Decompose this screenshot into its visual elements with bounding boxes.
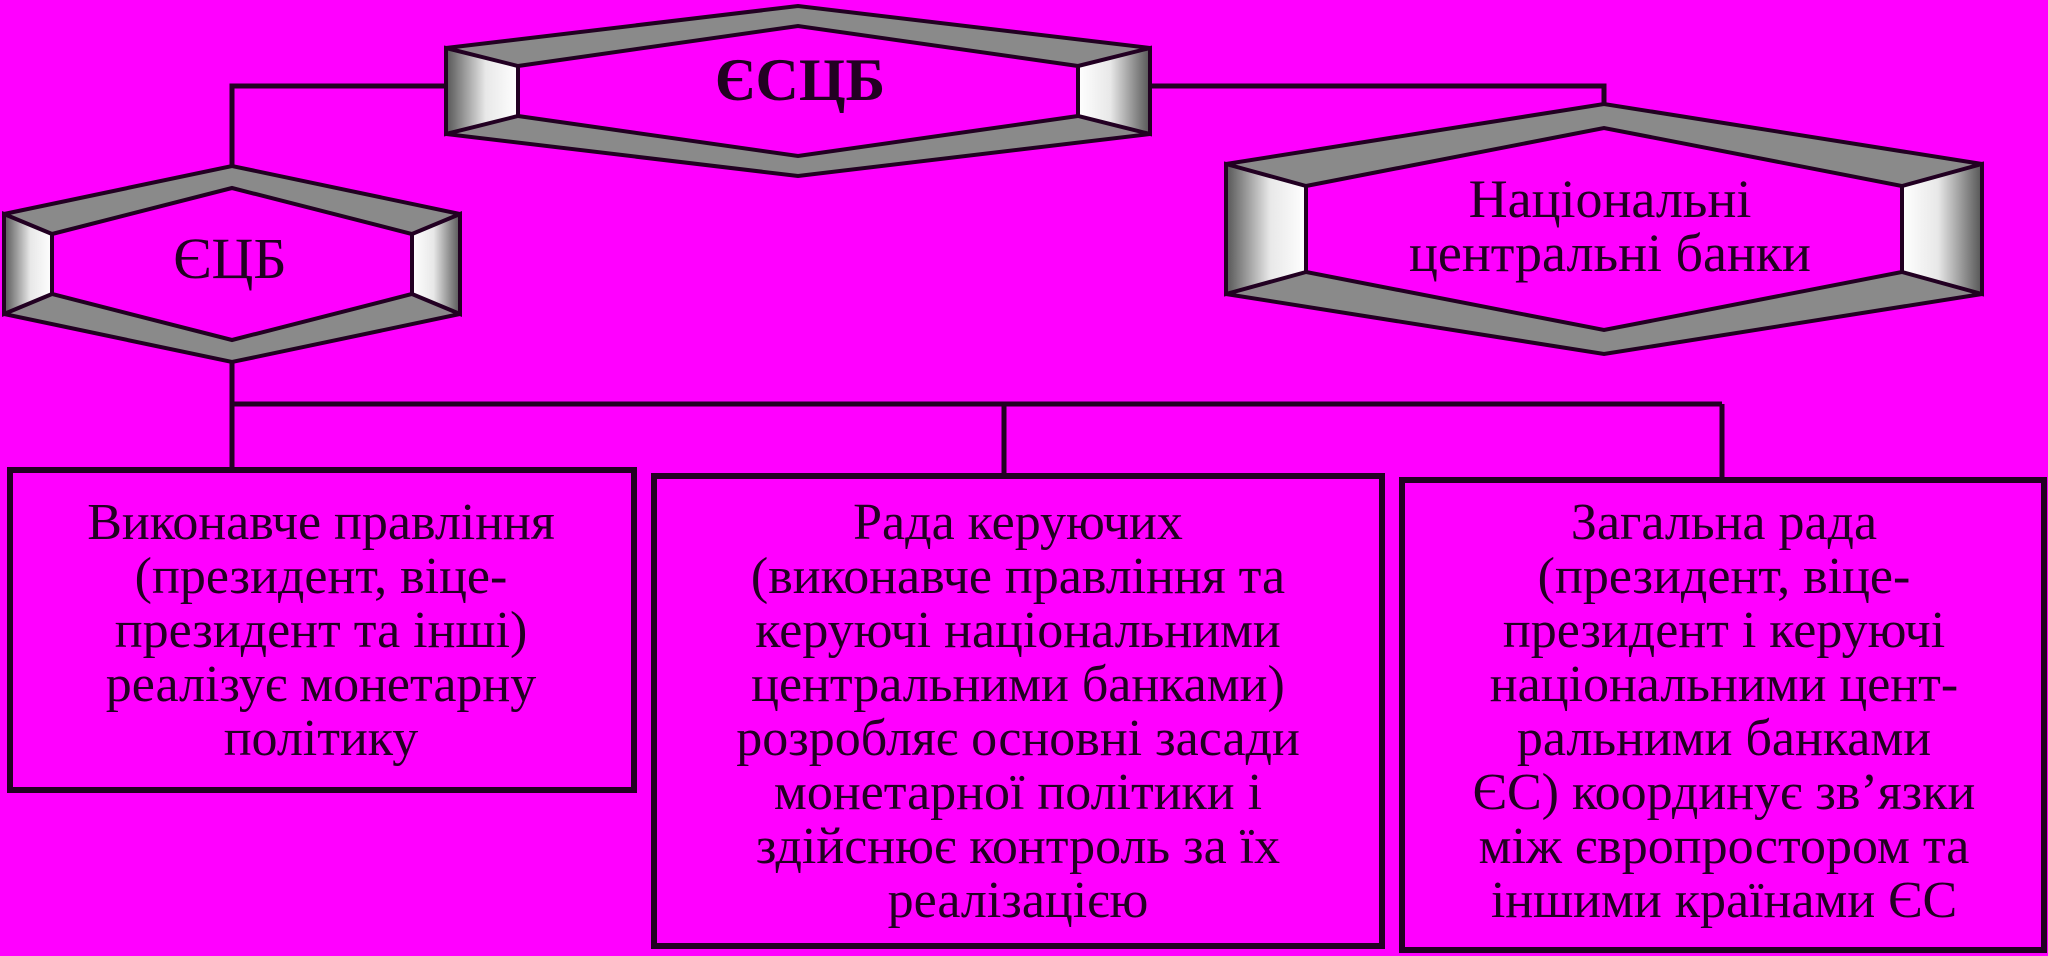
hex-face (50, 185, 414, 343)
box-text-line: політику (223, 710, 419, 767)
executive-board-box (7, 467, 637, 793)
box-text-line: Загальна рада (1570, 494, 1878, 551)
box-text-line: Виконавче правління (87, 494, 555, 551)
hex-face (516, 23, 1080, 159)
box-text-line: центральними банками) (751, 656, 1285, 713)
box-text-line: президент та інші) (114, 602, 528, 659)
general-council-box (1399, 477, 2047, 953)
hex-face (1304, 125, 1904, 333)
governing-council-box (651, 473, 1385, 949)
box-text-line: монетарної політики і (773, 764, 1263, 821)
ncb-node-shape (1224, 101, 1984, 357)
ecb-label: ЄЦБ (173, 226, 287, 291)
ncb-label-line: Національні (1468, 169, 1752, 229)
escb-node-shape (444, 3, 1152, 179)
box-text-line: здійснює контроль за їх (755, 818, 1281, 875)
executive-board-text: Виконавче правління (президент, віце- пр… (14, 496, 628, 766)
box-text-line: іншими країнами ЄС (1490, 872, 1958, 929)
governing-council-text: Рада керуючих (виконавче правління та ке… (658, 496, 1378, 928)
hex-side-left (1224, 161, 1308, 297)
ncb-label: Національні центральні банки (1300, 172, 1920, 280)
ecb-node-shape (1, 163, 462, 365)
box-text-line: Рада керуючих (853, 494, 1183, 551)
box-text-line: керуючі національними (755, 602, 1281, 659)
box-text-line: ральними банками (1516, 710, 1932, 767)
connector-escb-ecb (229, 83, 446, 168)
general-council-text: Загальна рада (президент, віце- президен… (1406, 496, 2042, 928)
escb-label: ЄСЦБ (714, 47, 886, 113)
box-text-line: президент і керуючі (1502, 602, 1946, 659)
box-text-line: між європростором та (1478, 818, 1970, 875)
box-text-line: реалізацією (887, 872, 1149, 929)
box-text-line: реалізує монетарну (105, 656, 537, 713)
box-text-line: розробляє основні засади (736, 710, 1300, 767)
box-text-line: (президент, віце- (1537, 548, 1911, 605)
connectors (229, 83, 1725, 480)
box-text-line: ЄС) координує зв’язки (1472, 764, 1976, 821)
connector-escb-ncb (1150, 83, 1607, 104)
box-text-line: національними цент- (1489, 656, 1959, 713)
box-text-line: (виконавче правління та (750, 548, 1286, 605)
box-text-line: (президент, віце- (134, 548, 508, 605)
ncb-label-line: центральні банки (1409, 223, 1811, 283)
